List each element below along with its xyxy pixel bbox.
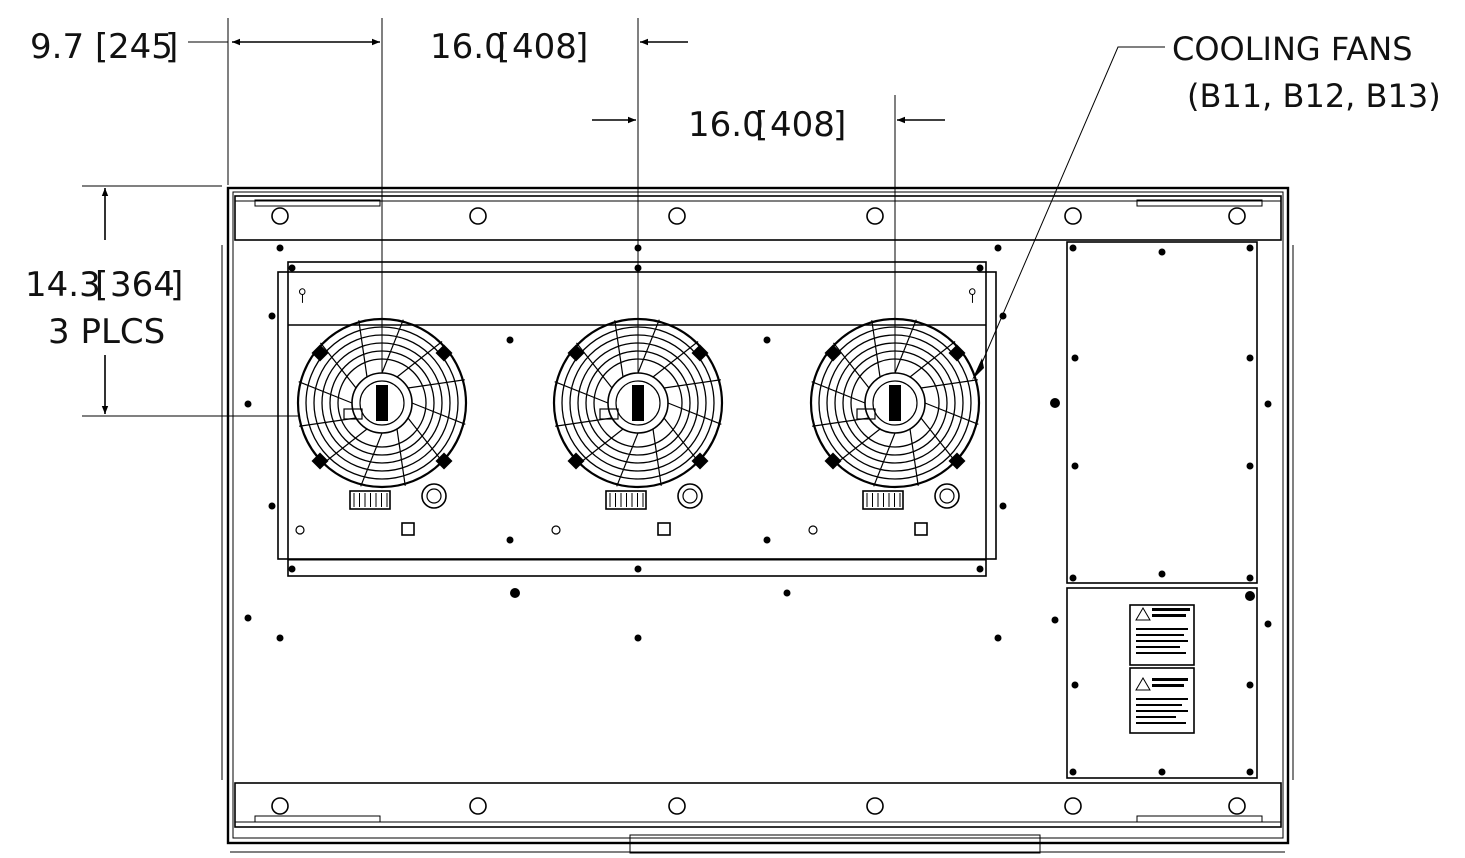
- dimension-vertical: 14.3 [ 364 ] 3 PLCS: [25, 185, 300, 417]
- dimension-left-offset-value: 9.7: [30, 27, 84, 67]
- ground-tab-icon: [914, 522, 928, 536]
- svg-text:]: ]: [170, 265, 183, 305]
- mounting-holes: [271, 207, 1246, 815]
- screw-dots: [244, 244, 1272, 776]
- svg-text:⫯: ⫯: [298, 283, 307, 307]
- fan-connector: [605, 490, 647, 510]
- cooling-fan-b13: [808, 317, 981, 536]
- dimension-fan-spacing-top: 16.0 [ 408 ]: [430, 18, 688, 420]
- dimension-vertical-value: 14.3: [25, 265, 101, 305]
- fan-connector: [862, 490, 904, 510]
- callout-title: COOLING FANS: [1172, 30, 1413, 68]
- callout-fans-list: (B11, B12, B13): [1187, 77, 1441, 115]
- svg-text:[: [: [95, 265, 108, 305]
- svg-text:⫯: ⫯: [968, 283, 977, 307]
- dimension-fan-spacing-mid-bracket: 408: [770, 105, 835, 145]
- dimension-vertical-note: 3 PLCS: [48, 312, 165, 352]
- bottom-rail: [234, 782, 1282, 828]
- ground-tab-icon: [401, 522, 415, 536]
- dimension-fan-spacing-top-value: 16.0: [430, 27, 506, 67]
- cable-grommet-icon: [677, 483, 703, 509]
- dimension-fan-spacing-mid: 16.0 [ 408 ]: [592, 95, 945, 420]
- dimension-left-offset-bracket: 245: [108, 27, 173, 67]
- dimension-fan-spacing-mid-value: 16.0: [688, 105, 764, 145]
- svg-text:[: [: [95, 27, 108, 67]
- cable-grommet-icon: [934, 483, 960, 509]
- top-rail: [234, 195, 1282, 241]
- svg-text:]: ]: [165, 27, 178, 67]
- cooling-fans: [295, 317, 981, 536]
- cable-grommet-icon: [421, 483, 447, 509]
- warning-triangle-icon: [1135, 607, 1151, 621]
- ground-tab-icon: [657, 522, 671, 536]
- warning-triangle-icon: [1135, 677, 1151, 691]
- dimension-fan-spacing-top-bracket: 408: [512, 27, 577, 67]
- cooling-fan-b12: [551, 317, 724, 536]
- dimension-vertical-bracket: 364: [110, 265, 175, 305]
- fan-mounting-panel: [277, 271, 997, 560]
- svg-text:]: ]: [833, 105, 846, 145]
- upper-access-panel: [1066, 241, 1258, 584]
- cooling-fan-b11: [295, 317, 468, 536]
- dimension-left-offset: 9.7 [ 245 ]: [30, 18, 383, 420]
- cooling-fans-callout: COOLING FANS (B11, B12, B13): [972, 30, 1441, 380]
- enclosure: ⫯ ⫯: [221, 186, 1294, 854]
- svg-text:[: [: [497, 27, 510, 67]
- fan-connector: [349, 490, 391, 510]
- svg-text:]: ]: [575, 27, 588, 67]
- lower-access-panel: [1066, 587, 1258, 779]
- svg-text:[: [: [755, 105, 768, 145]
- warning-label: [1129, 604, 1195, 734]
